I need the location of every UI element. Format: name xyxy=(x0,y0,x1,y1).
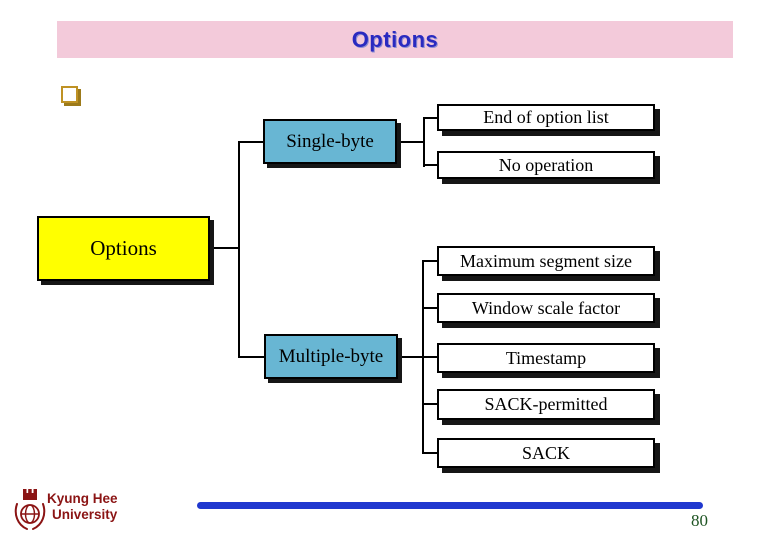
node-multiple-byte: Multiple-byte xyxy=(264,334,398,379)
node-options: Options xyxy=(37,216,210,281)
node-maximum-segment-size: Maximum segment size xyxy=(437,246,655,276)
connector-subtrunk-single xyxy=(423,117,425,167)
square-bullet-icon xyxy=(61,86,78,103)
node-end-of-option-list: End of option list xyxy=(437,104,655,131)
connector-to-no-operation xyxy=(423,164,438,166)
connector-subtrunk-multiple xyxy=(422,260,424,454)
university-name-line2: University xyxy=(52,507,118,522)
connector-to-sack xyxy=(422,452,438,454)
node-no-operation: No operation xyxy=(437,151,655,179)
title-bar: Options xyxy=(57,21,733,58)
connector-to-window-scale-factor xyxy=(422,307,438,309)
node-sack-permitted: SACK-permitted xyxy=(437,389,655,420)
node-timestamp: Timestamp xyxy=(437,343,655,373)
page-number: 80 xyxy=(691,511,708,530)
node-window-scale-factor: Window scale factor xyxy=(437,293,655,323)
node-single-byte: Single-byte xyxy=(263,119,397,164)
page-title: Options xyxy=(351,26,439,52)
connector-to-sack-permitted xyxy=(422,403,438,405)
connector-to-maximum-segment-size xyxy=(422,260,438,262)
connector-to-end-of-option-list xyxy=(423,117,438,119)
connector-root-to-trunk xyxy=(210,247,240,249)
footer-divider-line xyxy=(197,502,703,509)
connector-multiple-byte-to-timestamp xyxy=(397,356,438,358)
connector-trunk xyxy=(238,141,240,358)
university-name-line1: Kyung Hee xyxy=(47,491,118,506)
kyung-hee-university-crest-icon xyxy=(14,489,46,530)
university-name: Kyung Hee University xyxy=(47,491,118,523)
connector-trunk-to-multiple-byte xyxy=(238,356,266,358)
connector-single-byte-to-subtrunk xyxy=(396,141,425,143)
connector-trunk-to-single-byte xyxy=(238,141,265,143)
node-sack: SACK xyxy=(437,438,655,468)
